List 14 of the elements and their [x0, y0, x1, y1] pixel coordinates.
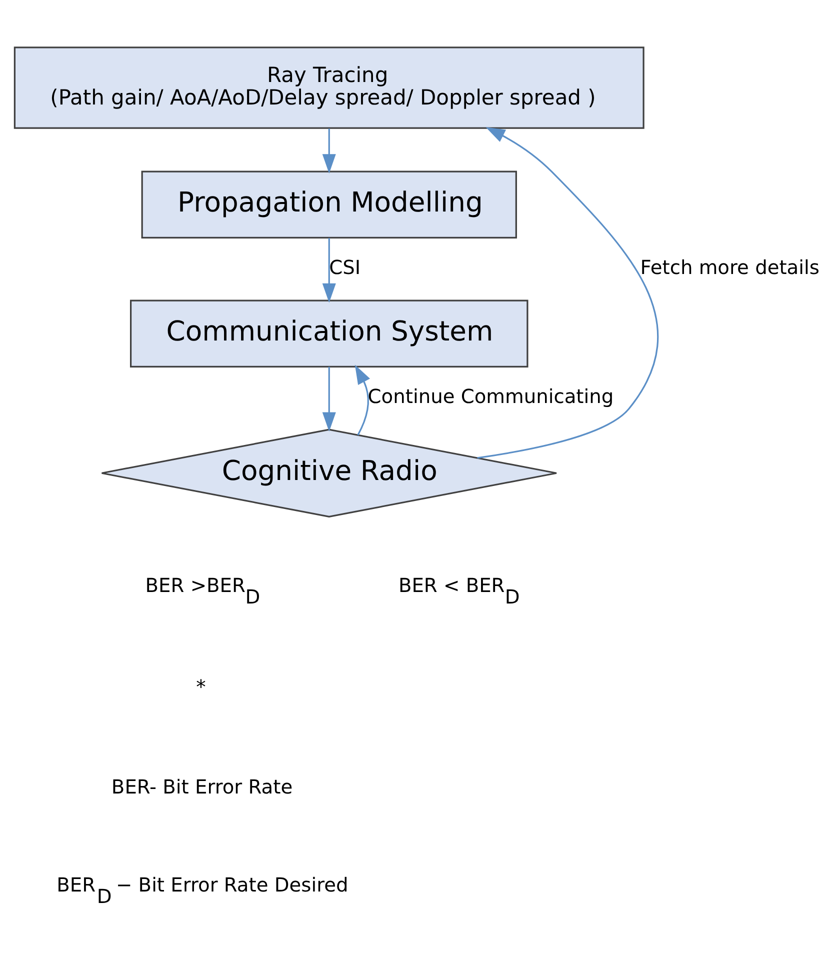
node-box: Communication System — [130, 299, 528, 368]
edge-label: Continue Communicating — [368, 384, 614, 408]
arrow — [322, 128, 336, 173]
label: * — [196, 674, 206, 698]
arrow — [322, 238, 336, 302]
arrow — [354, 364, 370, 435]
arrow — [477, 126, 658, 458]
node-diamond: Cognitive Radio — [100, 428, 558, 517]
node-box: Propagation Modelling — [141, 170, 517, 238]
edge-label: CSI — [329, 256, 361, 279]
label: BER- Bit Error Rate — [111, 774, 293, 798]
edge-label: Fetch more details — [640, 256, 820, 279]
node-box: Ray Tracing (Path gain/ AoA/AoD/Delay spread/ Doppler spread ) — [14, 46, 644, 128]
arrow — [322, 366, 336, 432]
